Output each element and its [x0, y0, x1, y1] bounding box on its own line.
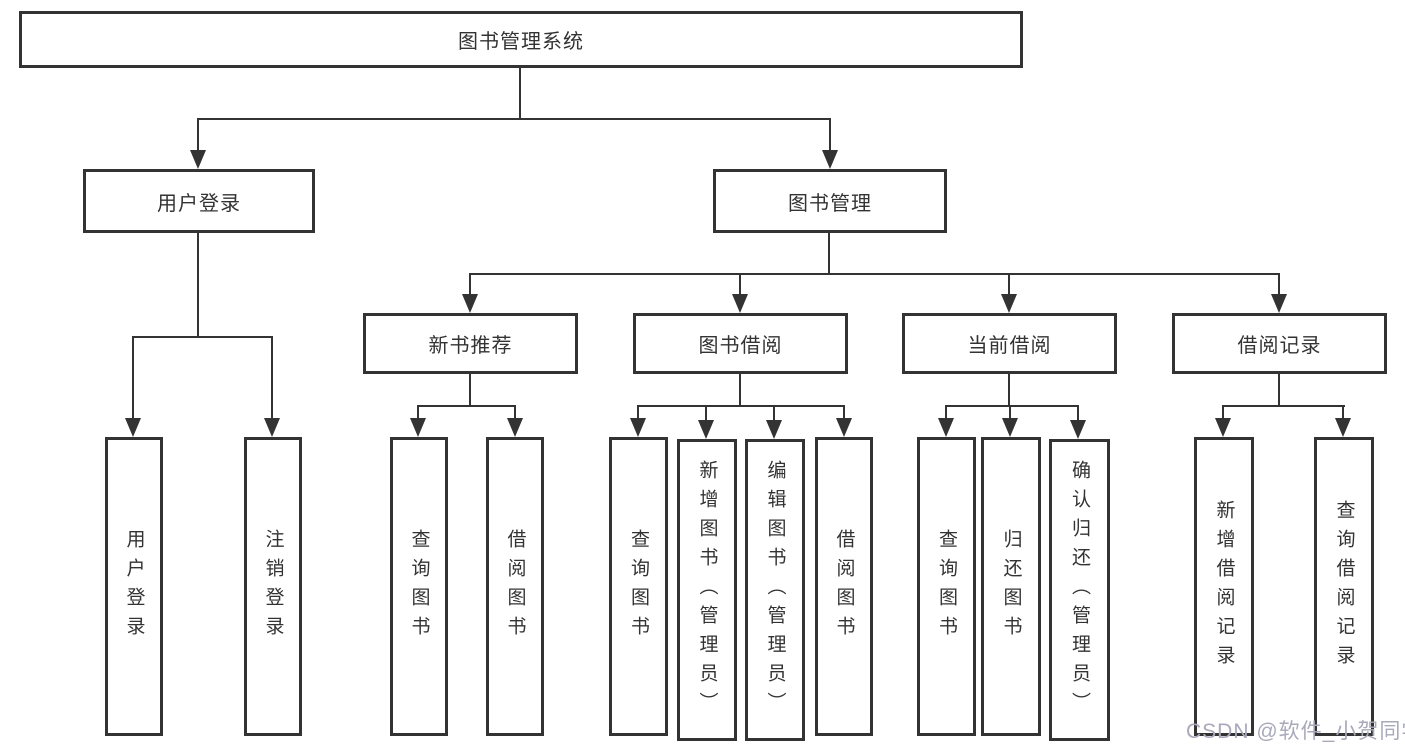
leaf-user-login: 用户登录: [105, 437, 163, 736]
arrow-down-icon: [766, 420, 782, 439]
connector-drop-borrowing-records: [1278, 273, 1280, 298]
arrow-down-icon: [264, 418, 280, 437]
connector-root-stem: [519, 68, 521, 120]
connector-drop: [1222, 405, 1224, 422]
leaf-query-book-current: 查询图书: [917, 437, 976, 736]
connector-root-rail: [197, 118, 831, 120]
leaf-query-book-recommend: 查询图书: [390, 437, 448, 736]
arrow-down-icon: [507, 418, 523, 437]
leaf-query-book-borrowing: 查询图书: [609, 437, 668, 736]
arrow-down-icon: [190, 150, 206, 169]
leaf-return-book: 归还图书: [981, 437, 1041, 736]
leaf-borrow-book-recommend: 借阅图书: [486, 437, 544, 736]
connector-book-borrowing-stem: [739, 374, 741, 407]
connector-drop: [1077, 405, 1079, 424]
connector-drop-leaf-logout: [271, 336, 273, 422]
connector-drop-book-management: [829, 118, 831, 154]
connector-new-book-stem: [469, 374, 471, 407]
connector-drop: [1009, 405, 1011, 422]
connector-book-management-stem: [828, 233, 830, 275]
connector-drop: [514, 405, 516, 422]
connector-drop-current-borrowing: [1008, 273, 1010, 298]
connector-drop: [417, 405, 419, 422]
leaf-add-book-admin: 新增图书（管理员）: [677, 439, 737, 741]
arrow-down-icon: [938, 418, 954, 437]
connector-user-login-stem: [197, 233, 199, 338]
node-borrowing-records: 借阅记录: [1172, 313, 1387, 374]
connector-current-borrowing-rail: [945, 405, 1079, 407]
csdn-watermark: CSDN @软件_小贺同学: [1186, 720, 1405, 743]
leaf-query-borrow-record: 查询借阅记录: [1314, 437, 1374, 736]
arrow-down-icon: [1271, 294, 1287, 313]
connector-drop: [637, 405, 639, 422]
arrow-down-icon: [410, 418, 426, 437]
arrow-down-icon: [1070, 420, 1086, 439]
connector-drop: [945, 405, 947, 422]
connector-new-book-rail: [417, 405, 516, 407]
arrow-down-icon: [822, 150, 838, 169]
leaf-logout: 注销登录: [244, 437, 302, 736]
connector-drop: [705, 405, 707, 424]
connector-drop-leaf-user-login: [132, 336, 134, 422]
leaf-edit-book-admin: 编辑图书（管理员）: [745, 439, 805, 741]
node-new-book-recommend: 新书推荐: [363, 313, 578, 374]
arrow-down-icon: [1335, 418, 1351, 437]
arrow-down-icon: [630, 418, 646, 437]
arrow-down-icon: [1001, 294, 1017, 313]
arrow-down-icon: [836, 418, 852, 437]
arrow-down-icon: [125, 418, 141, 437]
connector-book-borrowing-rail: [637, 405, 845, 407]
connector-borrowing-records-stem: [1278, 374, 1280, 407]
node-root-library-system: 图书管理系统: [19, 11, 1023, 68]
node-book-borrowing: 图书借阅: [633, 313, 848, 374]
leaf-add-borrow-record: 新增借阅记录: [1194, 437, 1254, 736]
connector-user-login-rail: [132, 336, 273, 338]
connector-drop-user-login: [197, 118, 199, 154]
node-user-login: 用户登录: [83, 169, 315, 233]
connector-current-borrowing-stem: [1008, 374, 1010, 407]
arrow-down-icon: [732, 294, 748, 313]
arrow-down-icon: [698, 420, 714, 439]
connector-drop: [1342, 405, 1344, 422]
arrow-down-icon: [1215, 418, 1231, 437]
connector-drop-book-borrowing: [739, 273, 741, 298]
connector-drop: [843, 405, 845, 422]
node-book-management: 图书管理: [713, 169, 947, 233]
connector-drop: [773, 405, 775, 424]
leaf-confirm-return-admin: 确认归还（管理员）: [1049, 439, 1110, 741]
connector-book-management-rail: [469, 273, 1280, 275]
arrow-down-icon: [462, 294, 478, 313]
connector-borrowing-records-rail: [1222, 405, 1345, 407]
arrow-down-icon: [1002, 418, 1018, 437]
leaf-borrow-book: 借阅图书: [815, 437, 873, 736]
node-current-borrowing: 当前借阅: [902, 313, 1117, 374]
connector-drop-new-book: [469, 273, 471, 298]
